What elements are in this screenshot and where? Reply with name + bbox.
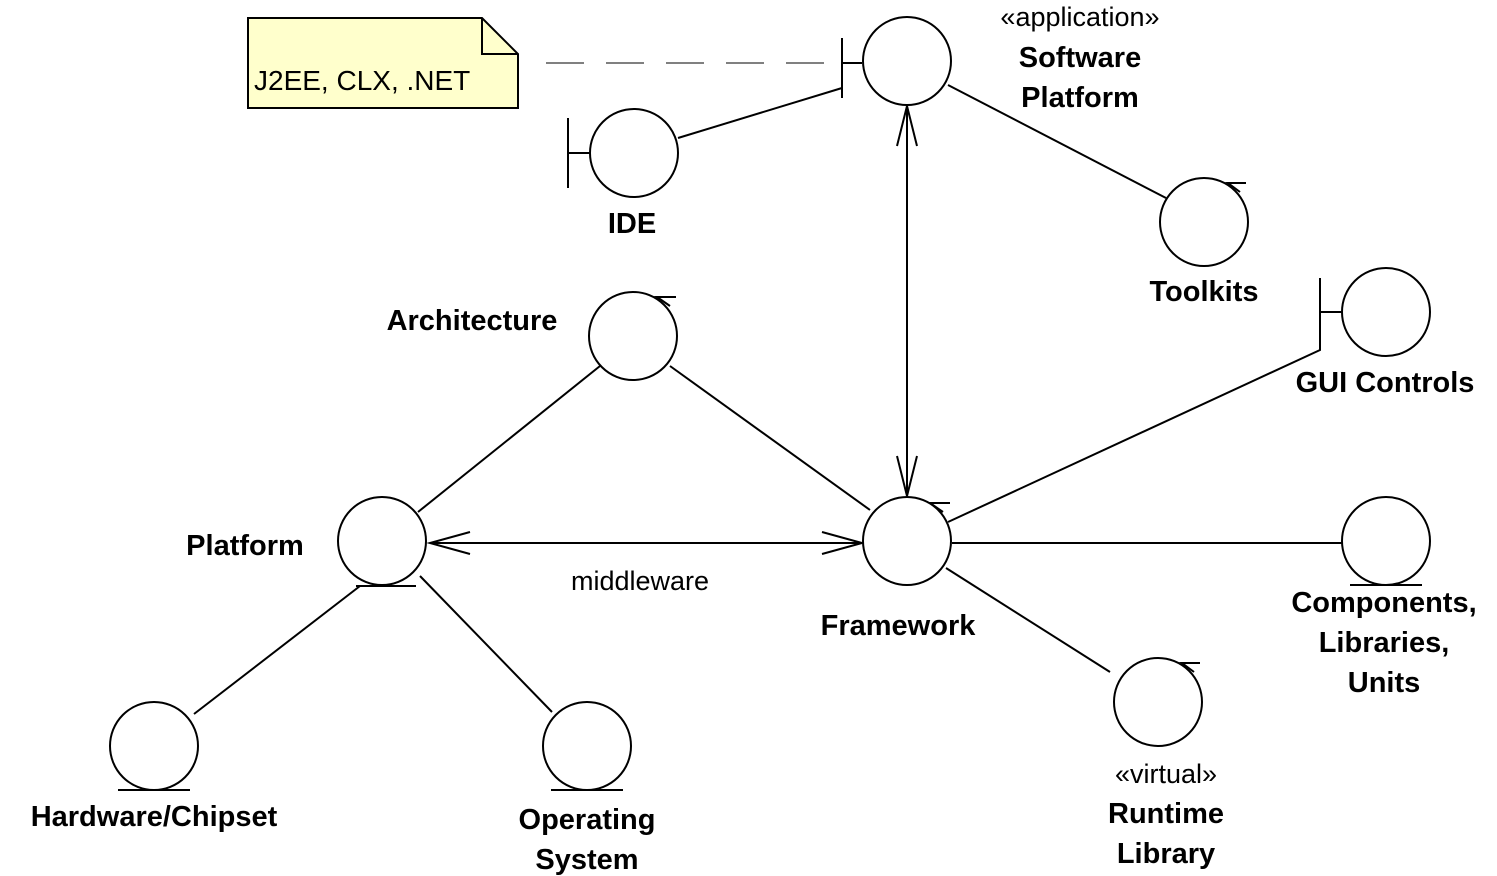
software-platform-stereotype: «application» <box>1000 2 1159 32</box>
boundary-circle <box>862 16 952 106</box>
edge-architecture-framework <box>669 365 871 511</box>
edge-ide-software-platform <box>677 87 843 139</box>
node-ide[interactable]: IDE <box>567 108 679 240</box>
note-shape <box>247 17 519 109</box>
edge-framework-gui-controls <box>947 322 1321 523</box>
entity-circle <box>542 701 632 791</box>
operating-system-label-1: Operating <box>519 804 656 836</box>
node-software-platform[interactable]: «application» Software Platform <box>841 2 1160 114</box>
boundary-circle <box>1341 267 1431 357</box>
runtime-library-stereotype: «virtual» <box>1115 759 1217 789</box>
node-runtime-library[interactable]: «virtual» Runtime Library <box>1108 657 1224 870</box>
toolkits-label: Toolkits <box>1149 276 1258 308</box>
node-platform[interactable]: Platform <box>186 496 427 587</box>
boundary-circle <box>589 108 679 198</box>
node-components[interactable]: Components, Libraries, Units <box>1291 496 1477 699</box>
edge-framework-runtime-library <box>945 567 1111 673</box>
runtime-library-label-2: Library <box>1117 838 1215 870</box>
entity-circle <box>1341 496 1431 586</box>
edge-platform-operating-system <box>419 575 553 713</box>
software-platform-label-1: Software <box>1019 42 1141 74</box>
note-fold <box>481 18 518 55</box>
architecture-label: Architecture <box>387 305 558 337</box>
software-platform-label-2: Platform <box>1021 82 1139 114</box>
node-operating-system[interactable]: Operating System <box>519 701 656 876</box>
node-gui-controls[interactable]: GUI Controls <box>1296 267 1475 399</box>
note-text: J2EE, CLX, .NET <box>254 65 470 96</box>
arrowhead-left <box>426 531 471 555</box>
note[interactable]: J2EE, CLX, .NET <box>247 17 519 109</box>
entity-circle <box>109 701 199 791</box>
edge-platform-hardware <box>193 585 361 715</box>
components-label-3: Units <box>1348 667 1421 699</box>
control-arrow <box>1225 182 1246 193</box>
edge-architecture-platform <box>417 365 601 513</box>
node-hardware[interactable]: Hardware/Chipset <box>31 701 278 833</box>
node-architecture[interactable]: Architecture <box>387 291 678 381</box>
control-circle <box>588 291 678 381</box>
control-circle <box>862 496 952 586</box>
control-arrow <box>926 502 950 513</box>
hardware-label: Hardware/Chipset <box>31 801 278 833</box>
node-framework[interactable]: Framework <box>821 496 977 642</box>
platform-label: Platform <box>186 530 304 562</box>
control-arrow <box>1179 662 1200 673</box>
ide-label: IDE <box>608 208 656 240</box>
entity-circle <box>337 496 427 586</box>
components-label-1: Components, <box>1291 587 1476 619</box>
framework-label: Framework <box>821 610 977 642</box>
arrowhead-right <box>821 531 866 555</box>
components-label-2: Libraries, <box>1319 627 1450 659</box>
operating-system-label-2: System <box>535 844 638 876</box>
edge-software-platform-toolkits <box>947 84 1167 199</box>
control-arrow <box>653 296 676 307</box>
runtime-library-label-1: Runtime <box>1108 798 1224 830</box>
node-toolkits[interactable]: Toolkits <box>1149 177 1259 308</box>
control-circle <box>1113 657 1203 747</box>
edges <box>193 84 1342 715</box>
gui-controls-label: GUI Controls <box>1296 367 1475 399</box>
control-circle <box>1159 177 1249 267</box>
edge-label-middleware: middleware <box>571 566 709 596</box>
